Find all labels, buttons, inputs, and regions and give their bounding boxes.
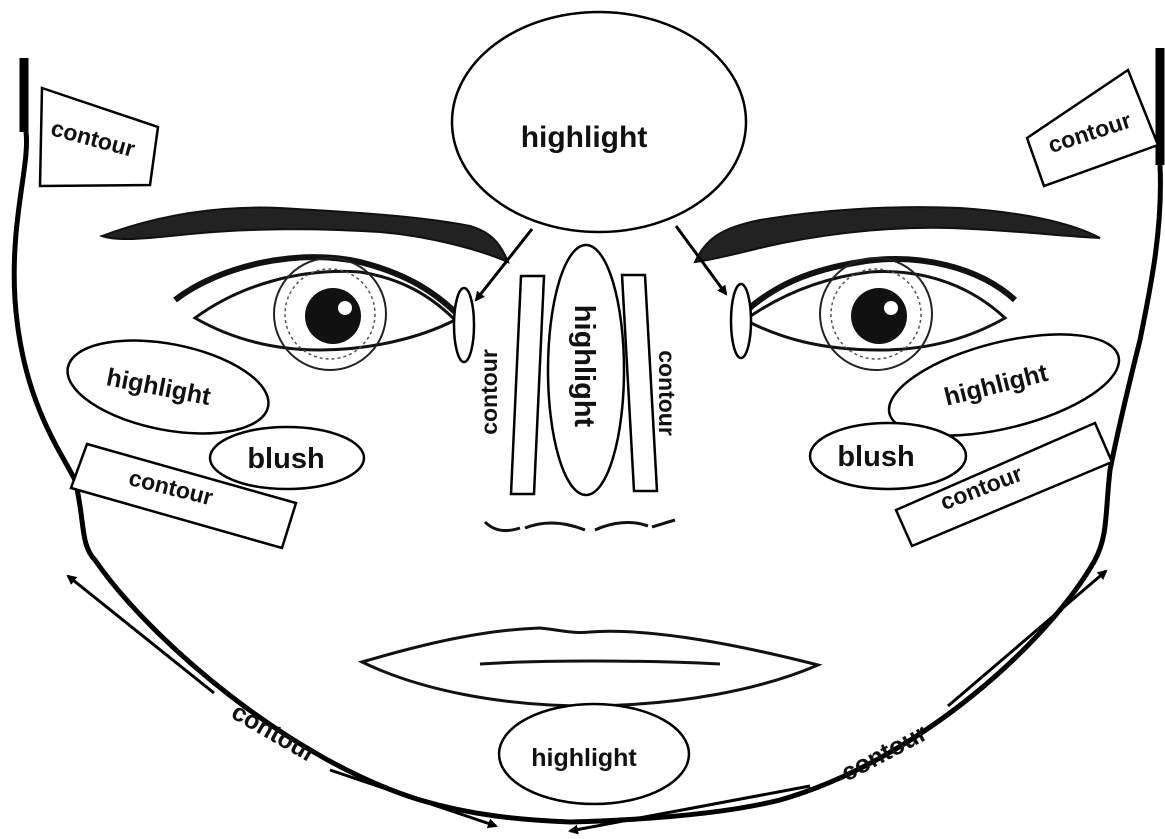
- lips-outline: [362, 628, 818, 706]
- nose-zone: highlight contour contour: [476, 245, 680, 495]
- nose-contour-left-shape: [511, 276, 544, 494]
- lips: [362, 628, 818, 706]
- chin-zone: highlight: [499, 704, 689, 804]
- temple-contour-right: contour: [1027, 70, 1158, 186]
- blush-left-label: blush: [247, 443, 324, 475]
- nostril-left: [485, 522, 585, 530]
- eye-right-glint: [884, 301, 898, 315]
- nose-contour-right-label: contour: [654, 350, 680, 436]
- nose-contour-right-shape: [622, 275, 657, 491]
- nostril-right: [595, 520, 675, 530]
- eye-right-pupil: [851, 288, 907, 344]
- eyebrow-left: [102, 208, 508, 262]
- jaw-contour-left-label: contour: [227, 698, 322, 769]
- jaw-left-arrow-up: [68, 576, 214, 693]
- eye-left-glint: [338, 301, 352, 315]
- jaw-right-arrow-up: [948, 571, 1106, 706]
- blush-right-label: blush: [837, 441, 914, 473]
- jaw-contour-left: contour: [68, 576, 496, 826]
- temple-contour-left: contour: [40, 88, 158, 186]
- jaw-contour-right-label: contour: [837, 719, 933, 788]
- inner-eye-highlight-right: [731, 284, 751, 358]
- eyebrow-right: [695, 207, 1100, 262]
- cheek-left: highlight contour blush: [60, 325, 364, 548]
- eye-left-pupil: [305, 288, 361, 344]
- nose-contour-left-label: contour: [476, 349, 502, 435]
- jaw-left-arrow-down: [330, 770, 496, 826]
- eye-left: [175, 257, 455, 370]
- nose-highlight-label: highlight: [568, 305, 600, 428]
- inner-eye-highlight-left: [454, 288, 474, 362]
- chin-highlight-label: highlight: [531, 744, 637, 772]
- forehead-highlight-label: highlight: [521, 121, 648, 154]
- nose: [485, 520, 675, 530]
